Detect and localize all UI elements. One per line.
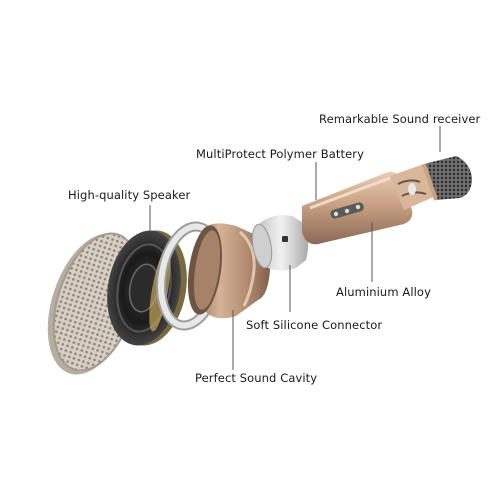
label-speaker: High-quality Speaker [68, 188, 191, 202]
label-cavity: Perfect Sound Cavity [195, 371, 318, 385]
leader-lines [149, 126, 441, 370]
silicone-connector [251, 215, 309, 271]
label-battery: MultiProtect Polymer Battery [196, 147, 365, 161]
label-connector: Soft Silicone Connector [246, 318, 383, 332]
label-alloy: Aluminium Alloy [336, 285, 431, 299]
mic-head-grille [422, 156, 472, 201]
sound-cavity-cup [187, 223, 271, 319]
microphone-body [302, 164, 436, 245]
label-sound-receiver: Remarkable Sound receiver [319, 112, 481, 126]
